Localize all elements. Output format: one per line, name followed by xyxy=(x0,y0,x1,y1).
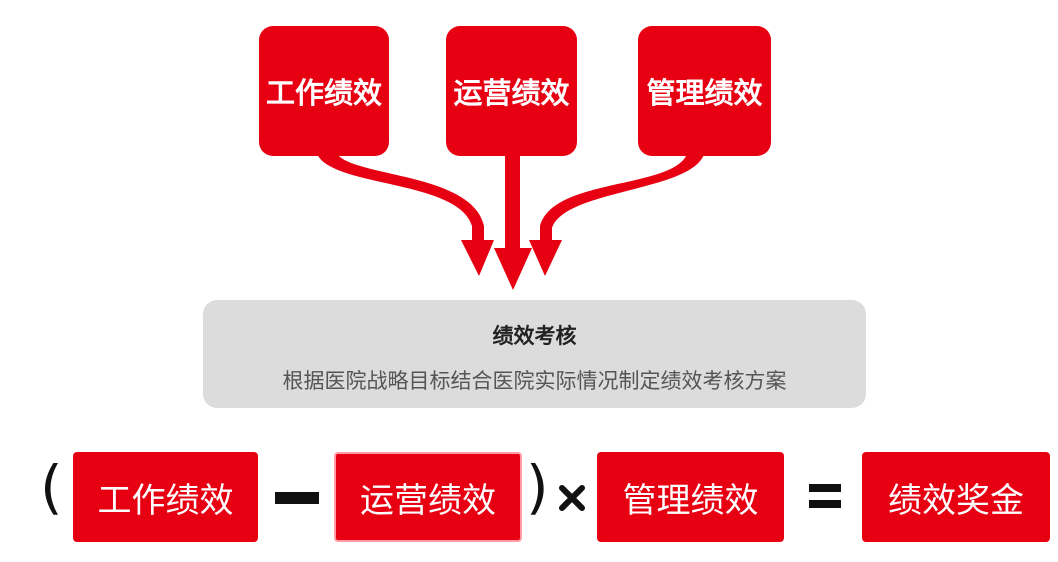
open-paren: ( xyxy=(40,453,63,521)
source-label-management: 管理绩效 xyxy=(646,76,763,110)
minus-icon xyxy=(275,492,319,504)
formula-term-management: 管理绩效 xyxy=(597,452,784,542)
summary-title: 绩效考核 xyxy=(492,324,577,348)
arrow-left xyxy=(316,150,494,276)
multiply-icon xyxy=(559,485,585,511)
summary-panel: 绩效考核 根据医院战略目标结合医院实际情况制定绩效考核方案 xyxy=(203,300,866,408)
formula-result-label: 绩效奖金 xyxy=(888,480,1024,521)
formula-term-operation-label: 运营绩效 xyxy=(360,480,496,521)
arrow-right xyxy=(529,150,705,276)
close-paren: ) xyxy=(526,453,549,521)
summary-description: 根据医院战略目标结合医院实际情况制定绩效考核方案 xyxy=(282,369,787,393)
arrow-middle xyxy=(494,150,532,290)
source-box-management: 管理绩效 xyxy=(638,26,771,156)
formula-term-management-label: 管理绩效 xyxy=(622,480,759,521)
formula-term-work: 工作绩效 xyxy=(73,452,258,542)
equals-sign xyxy=(805,474,845,518)
minus-sign xyxy=(272,478,322,518)
source-box-operation: 运营绩效 xyxy=(446,26,577,156)
equals-icon xyxy=(809,484,841,508)
source-box-work: 工作绩效 xyxy=(259,26,389,156)
times-sign xyxy=(552,478,592,518)
source-label-operation: 运营绩效 xyxy=(453,76,570,110)
formula-term-operation: 运营绩效 xyxy=(334,452,522,542)
formula-result-bonus: 绩效奖金 xyxy=(862,452,1050,542)
source-label-work: 工作绩效 xyxy=(265,76,382,110)
formula-term-work-label: 工作绩效 xyxy=(97,480,234,521)
